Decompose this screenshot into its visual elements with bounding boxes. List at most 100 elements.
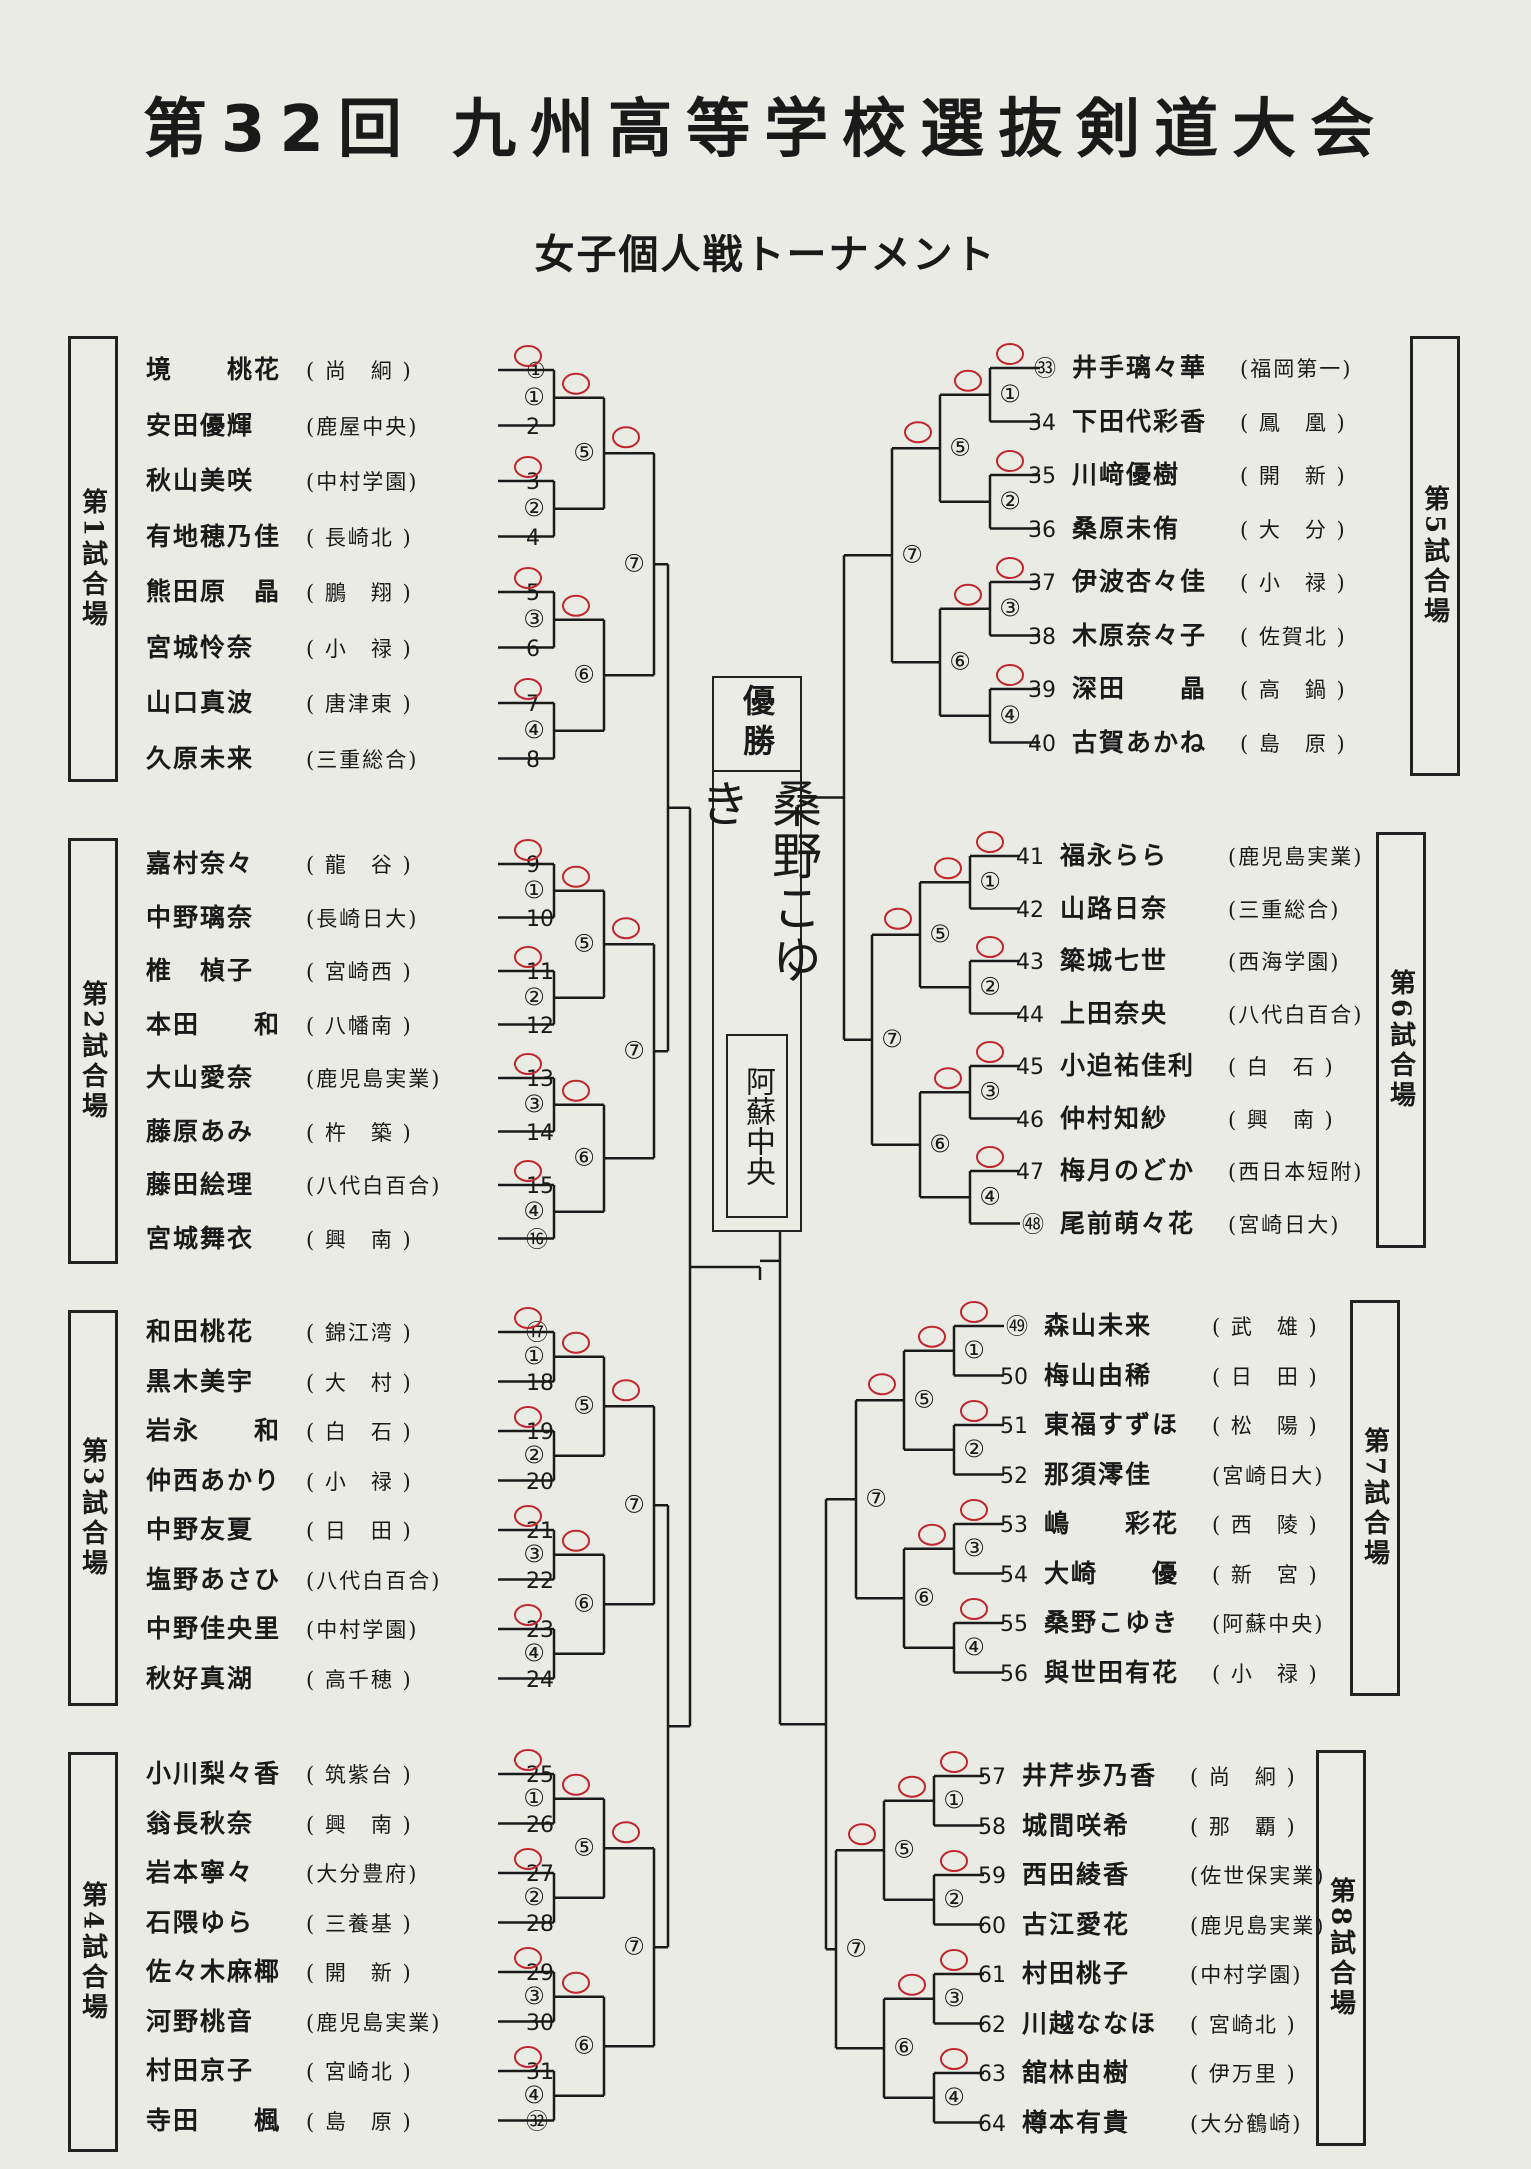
player-school: ( 興 南 ): [306, 1227, 413, 1252]
court-6-label: 第6試合場: [1385, 968, 1416, 1112]
player-name: 山口真波: [146, 688, 255, 717]
match-number: ①: [943, 1786, 965, 1814]
match-number: ⑥: [573, 1143, 595, 1171]
player-name: 安田優輝: [146, 410, 255, 440]
player-school: ( 新 宮 ): [1212, 1562, 1319, 1587]
player-number: 43: [1016, 950, 1044, 975]
player-name: 宮城舞衣: [146, 1223, 255, 1253]
left-player-row: 有地穂乃佳( 長崎北 )4: [146, 515, 570, 559]
court-1-label: 第1試合場: [77, 487, 108, 631]
player-school: (八代白百合): [306, 1174, 442, 1198]
champion-name: 桑野こゆき: [692, 778, 822, 986]
player-name: 大山愛奈: [146, 1063, 255, 1092]
champion-header: 優勝: [714, 678, 800, 772]
match-number: ④: [979, 1182, 1001, 1210]
match-number: ⑥: [573, 1589, 595, 1617]
player-number: 64: [978, 2111, 1006, 2137]
left-player-row: 嘉村奈々( 龍 谷 )9: [146, 842, 570, 886]
match-number: ⑤: [929, 920, 951, 948]
player-name: 秋山美咲: [146, 466, 255, 495]
player-school: ( 伊万里 ): [1190, 2062, 1297, 2086]
red-result-mark: [940, 1850, 968, 1872]
red-result-mark: [918, 1325, 946, 1348]
player-name: 和田桃花: [146, 1317, 255, 1346]
player-number: 35: [1028, 464, 1056, 489]
player-number: 28: [526, 1911, 554, 1937]
player-name: 與世田有花: [1044, 1657, 1180, 1687]
player-name: 桑原未侑: [1072, 513, 1181, 543]
player-name: 簗城七世: [1060, 946, 1169, 975]
match-number: ⑤: [573, 1833, 595, 1861]
player-name: 古江愛花: [1022, 1909, 1131, 1939]
player-number: 63: [978, 2062, 1006, 2087]
player-school: ( 錦江湾 ): [306, 1321, 413, 1345]
left-player-row: 石隈ゆら( 三養基 )28: [146, 1901, 570, 1945]
player-name: 塩野あさひ: [146, 1564, 282, 1594]
player-number: 26: [526, 1812, 554, 1838]
left-player-row: 本田 和( 八幡南 )12: [146, 1003, 570, 1047]
red-result-mark: [562, 1529, 590, 1552]
red-result-mark: [514, 456, 542, 478]
player-number: ⑯: [526, 1227, 549, 1253]
match-number: ⑥: [913, 1583, 935, 1611]
player-school: ( 八幡南 ): [306, 1013, 413, 1038]
player-school: ( 興 南 ): [306, 1812, 413, 1837]
player-name: 森山未来: [1044, 1311, 1153, 1340]
player-number: ㊽: [1021, 1212, 1044, 1238]
player-name: 尾前萌々花: [1060, 1208, 1196, 1238]
player-school: ( 興 南 ): [1228, 1107, 1335, 1132]
player-school: ( 尚 絅 ): [1190, 1765, 1297, 1789]
player-name: 井芹歩乃香: [1022, 1761, 1158, 1790]
match-number: ③: [523, 1090, 545, 1118]
red-result-mark: [996, 664, 1024, 686]
player-number: 6: [526, 636, 540, 662]
match-number: ⑤: [949, 433, 971, 461]
player-number: 60: [978, 1913, 1006, 1939]
match-number: ⑥: [573, 2031, 595, 2059]
match-number: ②: [523, 983, 545, 1011]
red-result-mark: [514, 2046, 542, 2068]
player-school: (佐世保実業): [1190, 1864, 1326, 1888]
player-name: 寺田 楓: [146, 2105, 282, 2135]
match-number: ⑦: [623, 1932, 645, 1960]
red-result-mark: [940, 1949, 968, 1971]
player-school: (鹿屋中央): [306, 414, 419, 439]
red-result-mark: [940, 1751, 968, 1773]
left-player-row: 中野璃奈(長崎日大)10: [146, 896, 570, 940]
match-number: ⑦: [865, 1484, 887, 1512]
player-school: (長崎日大): [306, 906, 419, 931]
red-result-mark: [514, 1160, 542, 1182]
player-name: 福永らら: [1060, 841, 1169, 870]
player-name: 佐々木麻椰: [146, 1957, 282, 1986]
red-result-mark: [514, 839, 542, 861]
player-school: ( 白 石 ): [306, 1420, 413, 1444]
player-name: 仲村知紗: [1060, 1103, 1169, 1133]
player-name: 川越ななほ: [1022, 2008, 1158, 2038]
court-4-label: 第4試合場: [77, 1880, 108, 2024]
court-3-label: 第3試合場: [77, 1436, 108, 1580]
match-number: ①: [979, 867, 1001, 895]
red-result-mark: [940, 2048, 968, 2070]
red-result-mark: [514, 1947, 542, 1969]
match-number: ④: [523, 1639, 545, 1667]
player-school: ( 杵 築 ): [306, 1120, 413, 1145]
player-school: ( 那 覇 ): [1190, 1814, 1297, 1839]
court-2-box: 第2試合場: [68, 838, 118, 1264]
match-number: ③: [523, 1540, 545, 1568]
left-player-row: 中野友夏( 日 田 )21: [146, 1508, 570, 1552]
player-school: ( 尚 絅 ): [306, 359, 413, 383]
match-number: ⑥: [929, 1130, 951, 1158]
player-school: ( 鵬 翔 ): [306, 581, 413, 605]
player-number: 51: [1000, 1414, 1028, 1439]
player-name: 梅月のどか: [1060, 1156, 1196, 1185]
player-name: 秋好真湖: [146, 1663, 255, 1693]
